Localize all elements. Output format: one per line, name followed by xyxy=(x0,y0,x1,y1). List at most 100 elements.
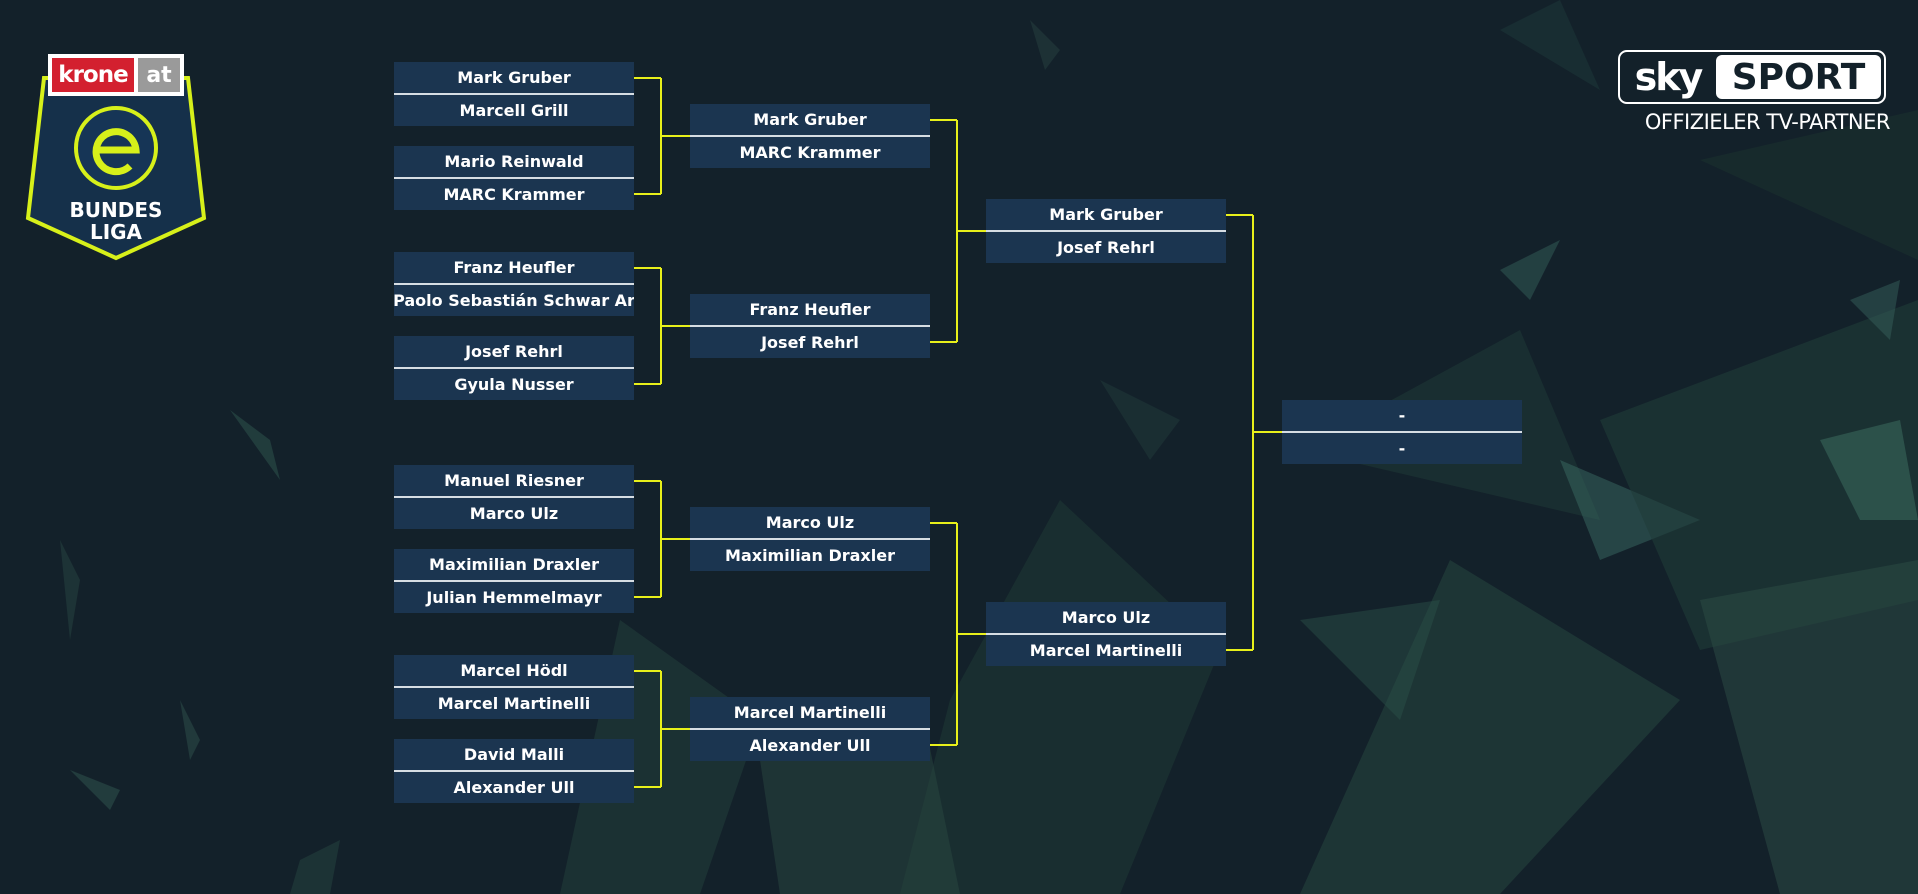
player-name: Mark Gruber xyxy=(457,68,571,87)
slot-divider xyxy=(690,538,930,540)
slot-divider xyxy=(394,496,634,498)
player-name: Manuel Riesner xyxy=(444,471,584,490)
player-name: Marco Ulz xyxy=(765,513,855,532)
player-name: Alexander Ull xyxy=(749,736,871,755)
sport-wordmark: SPORT xyxy=(1716,55,1881,99)
sky-sport-badge: sky SPORT xyxy=(1618,50,1886,104)
player-slot[interactable]: Marcel Martinelli xyxy=(690,697,930,728)
player-slot[interactable]: Maximilian Draxler xyxy=(690,540,930,571)
player-name: Marcel Martinelli xyxy=(733,703,887,722)
player-name: Franz Heufler xyxy=(749,300,871,319)
player-name: Julian Hemmelmayr xyxy=(426,588,602,607)
player-slot[interactable]: Julian Hemmelmayr xyxy=(394,582,634,613)
player-name: Alexander Ull xyxy=(453,778,575,797)
league-name-line2: LIGA xyxy=(89,220,143,244)
player-name: Franz Heufler xyxy=(453,258,575,277)
player-slot[interactable]: Marcel Martinelli xyxy=(986,635,1226,666)
player-slot[interactable]: David Malli xyxy=(394,739,634,770)
slot-divider xyxy=(394,580,634,582)
player-slot[interactable]: Franz Heufler xyxy=(690,294,930,325)
slot-divider xyxy=(690,728,930,730)
tv-partner-tagline: OFFIZIELER TV-PARTNER xyxy=(1644,110,1891,134)
sky-wordmark: sky xyxy=(1634,55,1704,99)
player-slot[interactable]: Alexander Ull xyxy=(394,772,634,803)
slot-divider xyxy=(986,230,1226,232)
player-name: Mark Gruber xyxy=(1049,205,1163,224)
match-final-1[interactable]: -- xyxy=(1282,400,1522,464)
player-name: Marcel Martinelli xyxy=(437,694,591,713)
player-slot[interactable]: Mario Reinwald xyxy=(394,146,634,177)
slot-divider xyxy=(986,633,1226,635)
player-name: David Malli xyxy=(463,745,565,764)
player-slot[interactable]: Alexander Ull xyxy=(690,730,930,761)
player-name: Josef Rehrl xyxy=(1057,238,1155,257)
player-name: - xyxy=(1398,406,1406,425)
player-slot[interactable]: MARC Krammer xyxy=(394,179,634,210)
player-name: Maximilian Draxler xyxy=(725,546,895,565)
player-name: Marcell Grill xyxy=(459,101,569,120)
slot-divider xyxy=(1282,431,1522,433)
player-slot[interactable]: Josef Rehrl xyxy=(690,327,930,358)
player-name: Maximilian Draxler xyxy=(429,555,599,574)
player-slot[interactable]: Marcel Martinelli xyxy=(394,688,634,719)
player-slot[interactable]: Marcell Grill xyxy=(394,95,634,126)
player-name: Mark Gruber xyxy=(753,110,867,129)
player-name: Paolo Sebastián Schwar Ar xyxy=(394,291,634,310)
player-slot[interactable]: Mark Gruber xyxy=(986,199,1226,230)
player-name: Josef Rehrl xyxy=(465,342,563,361)
slot-divider xyxy=(394,770,634,772)
player-name: - xyxy=(1398,439,1406,458)
player-name: MARC Krammer xyxy=(739,143,881,162)
player-name: Josef Rehrl xyxy=(761,333,859,352)
sky-sport-logo: sky SPORT OFFIZIELER TV-PARTNER xyxy=(1618,50,1891,140)
krone-wordmark: krone xyxy=(58,62,128,88)
player-slot[interactable]: Marco Ulz xyxy=(394,498,634,529)
player-slot[interactable]: Paolo Sebastián Schwar Ar xyxy=(394,285,634,316)
player-slot[interactable]: - xyxy=(1282,433,1522,464)
player-slot[interactable]: Josef Rehrl xyxy=(394,336,634,367)
slot-divider xyxy=(394,367,634,369)
league-name-line1: BUNDES xyxy=(69,198,163,222)
player-name: Marco Ulz xyxy=(1061,608,1151,627)
player-slot[interactable]: - xyxy=(1282,400,1522,431)
slot-divider xyxy=(690,135,930,137)
player-slot[interactable]: Franz Heufler xyxy=(394,252,634,283)
ebundesliga-logo: krone at BUNDES LIGA xyxy=(24,48,208,264)
player-slot[interactable]: Manuel Riesner xyxy=(394,465,634,496)
player-slot[interactable]: MARC Krammer xyxy=(690,137,930,168)
slot-divider xyxy=(394,177,634,179)
player-slot[interactable]: Mark Gruber xyxy=(394,62,634,93)
player-name: Marco Ulz xyxy=(469,504,559,523)
player-name: Marcel Hödl xyxy=(460,661,568,680)
player-name: Gyula Nusser xyxy=(454,375,574,394)
slot-divider xyxy=(394,686,634,688)
player-slot[interactable]: Mark Gruber xyxy=(690,104,930,135)
player-slot[interactable]: Marco Ulz xyxy=(690,507,930,538)
player-slot[interactable]: Josef Rehrl xyxy=(986,232,1226,263)
player-name: Mario Reinwald xyxy=(444,152,584,171)
player-slot[interactable]: Marcel Hödl xyxy=(394,655,634,686)
player-slot[interactable]: Marco Ulz xyxy=(986,602,1226,633)
player-name: MARC Krammer xyxy=(443,185,585,204)
player-name: Marcel Martinelli xyxy=(1029,641,1183,660)
krone-domain: at xyxy=(146,62,172,88)
slot-divider xyxy=(394,283,634,285)
player-slot[interactable]: Gyula Nusser xyxy=(394,369,634,400)
player-slot[interactable]: Maximilian Draxler xyxy=(394,549,634,580)
slot-divider xyxy=(690,325,930,327)
slot-divider xyxy=(394,93,634,95)
